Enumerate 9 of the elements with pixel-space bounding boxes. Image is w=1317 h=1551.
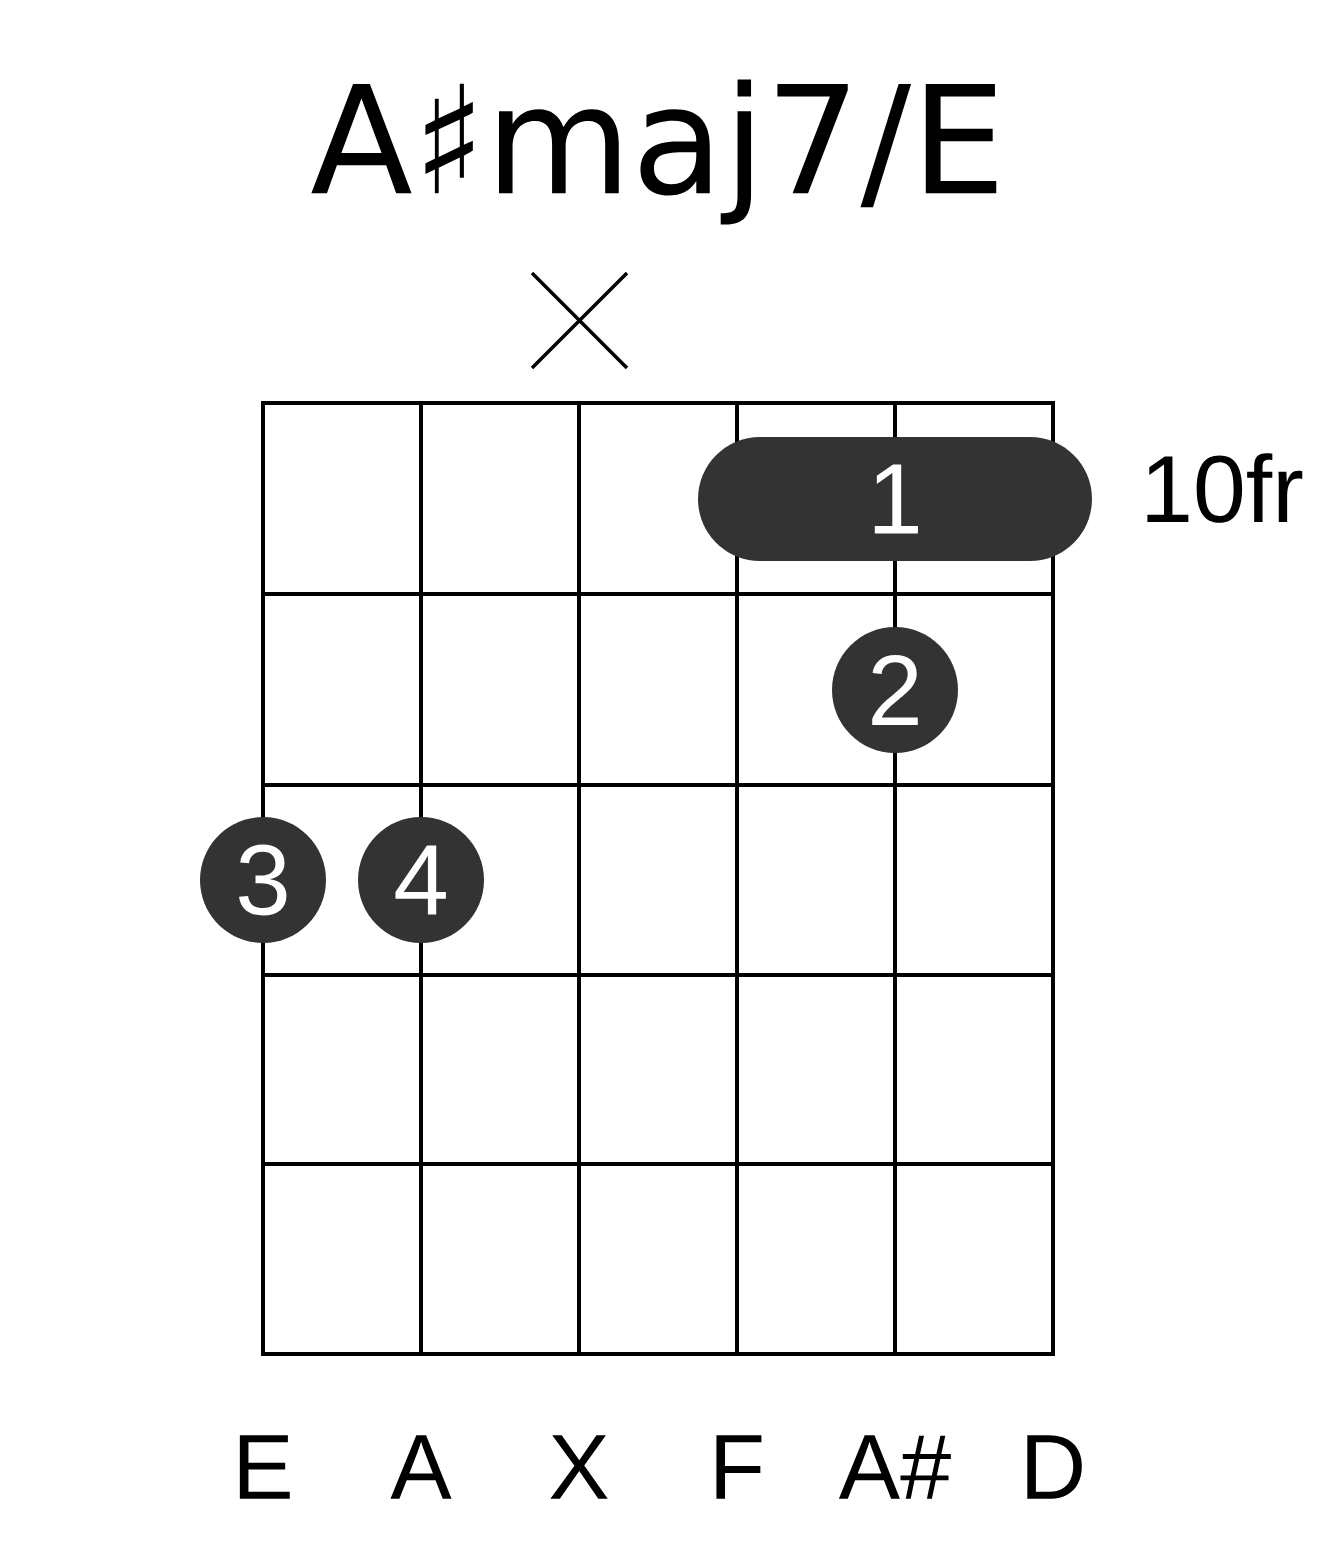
string-note: A# — [838, 1435, 951, 1499]
string-note: D — [1027, 1435, 1082, 1499]
string-note: F — [716, 1435, 762, 1499]
string-note: E — [239, 1435, 290, 1499]
fret-number: 10fr — [1147, 453, 1303, 523]
chord-title: A♯maj7/E — [311, 79, 997, 225]
string-note: X — [550, 1435, 608, 1499]
barre-bar: 1 — [698, 437, 1092, 561]
string-note: A — [390, 1435, 452, 1499]
